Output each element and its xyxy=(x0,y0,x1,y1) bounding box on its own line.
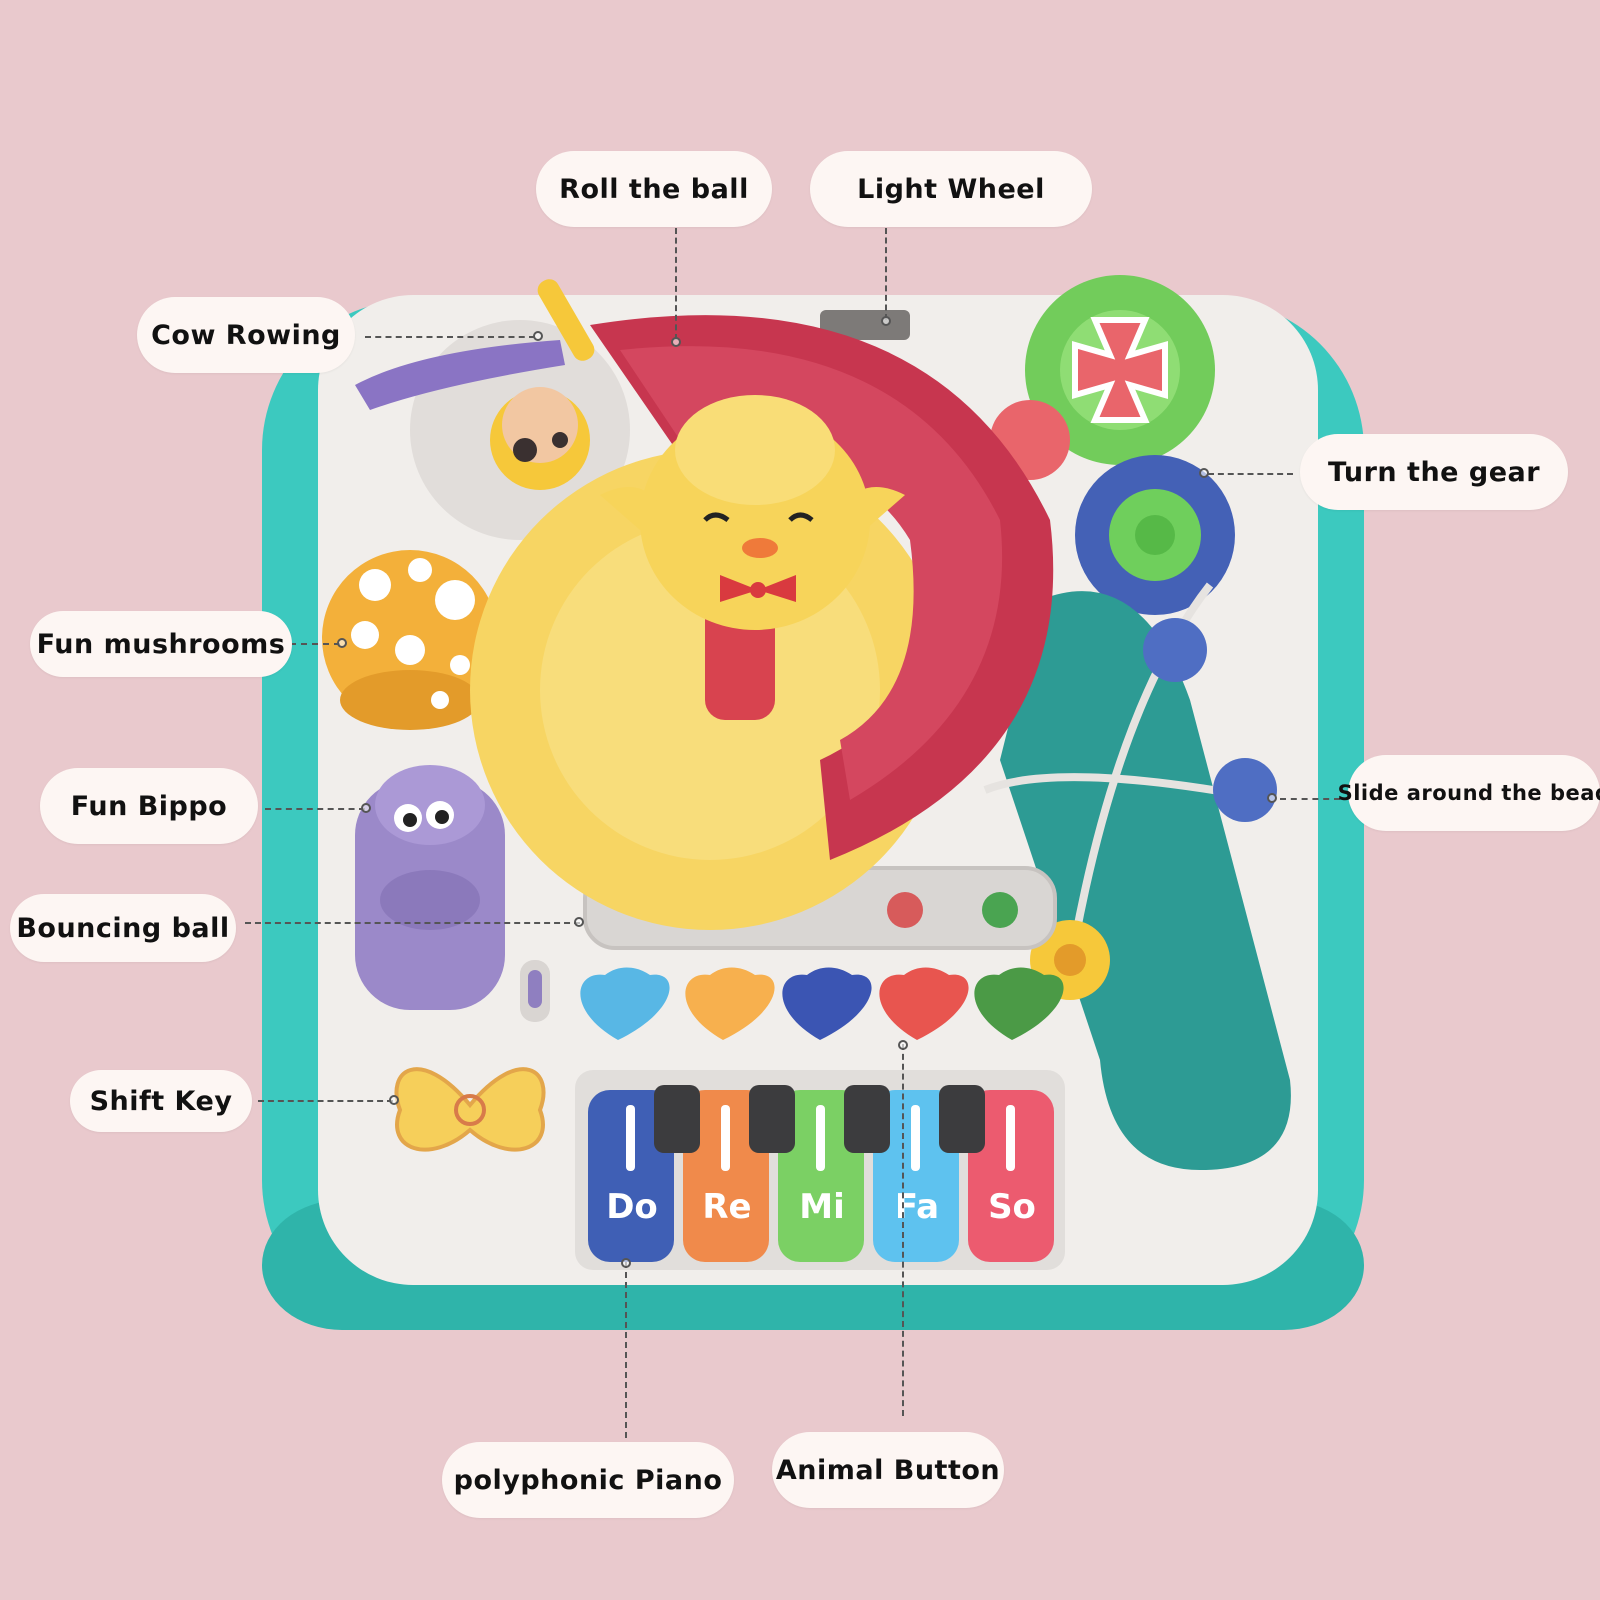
callout-fun-mushrooms: Fun mushrooms xyxy=(30,611,292,677)
black-key[interactable] xyxy=(749,1085,795,1153)
leader-dot xyxy=(533,331,543,341)
hippo-icon xyxy=(355,765,505,1010)
piano-key-do[interactable] xyxy=(588,1090,674,1262)
piano-key-label: Mi xyxy=(799,1187,845,1227)
piano-key-label: So xyxy=(988,1187,1036,1227)
piano-key-fa[interactable] xyxy=(873,1090,959,1262)
animal-buttons xyxy=(580,967,1064,1040)
piano-key-mi[interactable] xyxy=(778,1090,864,1262)
leader-dot xyxy=(621,1258,631,1268)
butterfly-icon xyxy=(394,1067,546,1152)
black-key[interactable] xyxy=(939,1085,985,1153)
leader-dot xyxy=(671,337,681,347)
leader-turn-the-gear xyxy=(1208,473,1293,475)
leader-dot xyxy=(574,917,584,927)
callout-turn-the-gear: Turn the gear xyxy=(1300,434,1568,510)
callout-slide-around-the-bead: Slide around the bead xyxy=(1338,755,1600,831)
leader-slide-around-the-bead xyxy=(1280,798,1340,800)
leader-dot xyxy=(337,638,347,648)
leader-fun-bippo xyxy=(265,808,365,810)
black-key[interactable] xyxy=(844,1085,890,1153)
cat-icon xyxy=(685,967,775,1040)
duck-icon xyxy=(600,395,905,630)
leader-bouncing-ball xyxy=(245,922,580,924)
piano-keys: Do Re Mi Fa So xyxy=(588,1085,1054,1262)
leader-fun-mushrooms xyxy=(290,643,340,645)
black-key[interactable] xyxy=(654,1085,700,1153)
leader-roll-the-ball xyxy=(675,228,677,340)
frog-icon xyxy=(974,967,1064,1040)
callout-cow-rowing: Cow Rowing xyxy=(137,297,355,373)
piano-key-so[interactable] xyxy=(968,1090,1054,1262)
callout-bouncing-ball: Bouncing ball xyxy=(10,894,236,962)
leader-dot xyxy=(1267,793,1277,803)
leader-shift-key xyxy=(258,1100,393,1102)
callout-fun-bippo: Fun Bippo xyxy=(40,768,258,844)
piano-key-label: Do xyxy=(606,1187,658,1227)
piano-key-re[interactable] xyxy=(683,1090,769,1262)
callout-polyphonic-piano: polyphonic Piano xyxy=(442,1442,734,1518)
leader-polyphonic-piano xyxy=(625,1262,627,1438)
leader-dot xyxy=(389,1095,399,1105)
piano-key-label: Re xyxy=(702,1187,751,1227)
leader-cow-rowing xyxy=(365,336,535,338)
cow-rowing-icon xyxy=(355,279,630,540)
leader-light-wheel xyxy=(885,228,887,320)
gear-icon xyxy=(990,275,1235,615)
callout-light-wheel: Light Wheel xyxy=(810,151,1092,227)
unicorn-icon xyxy=(580,967,670,1040)
leader-dot xyxy=(881,316,891,326)
callout-roll-the-ball: Roll the ball xyxy=(536,151,772,227)
callout-shift-key: Shift Key xyxy=(70,1070,252,1132)
lion-icon xyxy=(782,967,872,1040)
callout-animal-button: Animal Button xyxy=(772,1432,1004,1508)
leader-dot xyxy=(361,803,371,813)
leader-animal-button xyxy=(902,1044,904,1416)
ball-slide-channel xyxy=(1000,591,1291,1170)
cow-icon xyxy=(879,967,969,1040)
leader-dot xyxy=(898,1040,908,1050)
leader-dot xyxy=(1199,468,1209,478)
mushroom-icon xyxy=(322,550,498,730)
